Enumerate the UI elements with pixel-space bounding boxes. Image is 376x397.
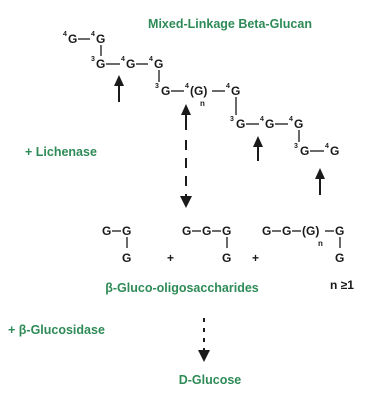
oligosaccharide-products: G G G + G G G G + G G (G) n G bbox=[102, 224, 354, 292]
repeat-unit: (G) bbox=[302, 224, 319, 238]
cleavage-arrow bbox=[114, 75, 124, 102]
glucose-residue: G bbox=[236, 117, 245, 131]
product-glucose-label: D-Glucose bbox=[179, 373, 242, 387]
glucose-residue: G bbox=[102, 224, 111, 238]
glucose-residue: G bbox=[122, 224, 131, 238]
glucose-residue: G bbox=[231, 84, 240, 98]
plus-sign: + bbox=[167, 251, 174, 265]
repeat-count: n bbox=[318, 239, 323, 248]
linkage-label: 4 bbox=[289, 116, 293, 123]
glucose-residue: G bbox=[265, 117, 274, 131]
repeat-count: n bbox=[200, 99, 205, 108]
glucose-residue: G bbox=[202, 224, 211, 238]
linkage-label: 3 bbox=[155, 83, 159, 90]
repeat-unit: (G) bbox=[190, 84, 207, 98]
glucose-residue: G bbox=[330, 144, 339, 158]
glucose-residue: G bbox=[300, 144, 309, 158]
linkage-label: 4 bbox=[325, 143, 329, 150]
reaction-arrow-lichenase bbox=[180, 140, 192, 208]
linkage-label: 3 bbox=[230, 116, 234, 123]
cleavage-arrow bbox=[181, 104, 191, 130]
diagram-title: Mixed-Linkage Beta-Glucan bbox=[148, 17, 312, 31]
linkage-label: 4 bbox=[121, 56, 125, 63]
oligosaccharide-general: G G (G) n G G bbox=[262, 224, 344, 265]
glucose-residue: G bbox=[96, 57, 105, 71]
enzyme-glucosidase-label: + β-Glucosidase bbox=[8, 323, 105, 337]
glucose-residue: G bbox=[68, 32, 77, 46]
glucose-residue: G bbox=[182, 224, 191, 238]
cleavage-arrow bbox=[253, 136, 263, 161]
glucose-residue: G bbox=[222, 224, 231, 238]
glucose-residue: G bbox=[262, 224, 271, 238]
linkage-label: 4 bbox=[149, 56, 153, 63]
linkage-label: 4 bbox=[91, 31, 95, 38]
product-oligosaccharides-label: β-Gluco-oligosaccharides bbox=[105, 281, 259, 295]
reaction-arrow-glucosidase bbox=[198, 318, 210, 362]
cleavage-site-arrows bbox=[114, 75, 325, 195]
glucose-residue: G bbox=[335, 224, 344, 238]
beta-glucan-chain: 4 G 4 G 3 G 4 G 4 G 3 G 4 (G) n 4 G 3 G … bbox=[63, 31, 339, 158]
oligosaccharide-trisaccharide: G G G bbox=[102, 224, 131, 265]
glucose-residue: G bbox=[122, 251, 131, 265]
linkage-label: 4 bbox=[185, 83, 189, 90]
glucose-residue: G bbox=[126, 57, 135, 71]
glucose-residue: G bbox=[282, 224, 291, 238]
glucose-residue: G bbox=[222, 251, 231, 265]
glucose-residue: G bbox=[96, 32, 105, 46]
cleavage-arrow bbox=[315, 168, 325, 195]
repeat-condition: n ≥1 bbox=[330, 278, 354, 292]
glucose-residue: G bbox=[154, 57, 163, 71]
linkage-label: 4 bbox=[260, 116, 264, 123]
glucose-residue: G bbox=[335, 251, 344, 265]
linkage-label: 3 bbox=[91, 56, 95, 63]
linkage-label: 4 bbox=[63, 31, 67, 38]
oligosaccharide-tetrasaccharide: G G G G bbox=[182, 224, 231, 265]
enzyme-lichenase-label: + Lichenase bbox=[25, 145, 97, 159]
glucose-residue: G bbox=[161, 84, 170, 98]
linkage-label: 3 bbox=[294, 143, 298, 150]
plus-sign: + bbox=[252, 251, 259, 265]
linkage-label: 4 bbox=[226, 83, 230, 90]
glucose-residue: G bbox=[294, 117, 303, 131]
